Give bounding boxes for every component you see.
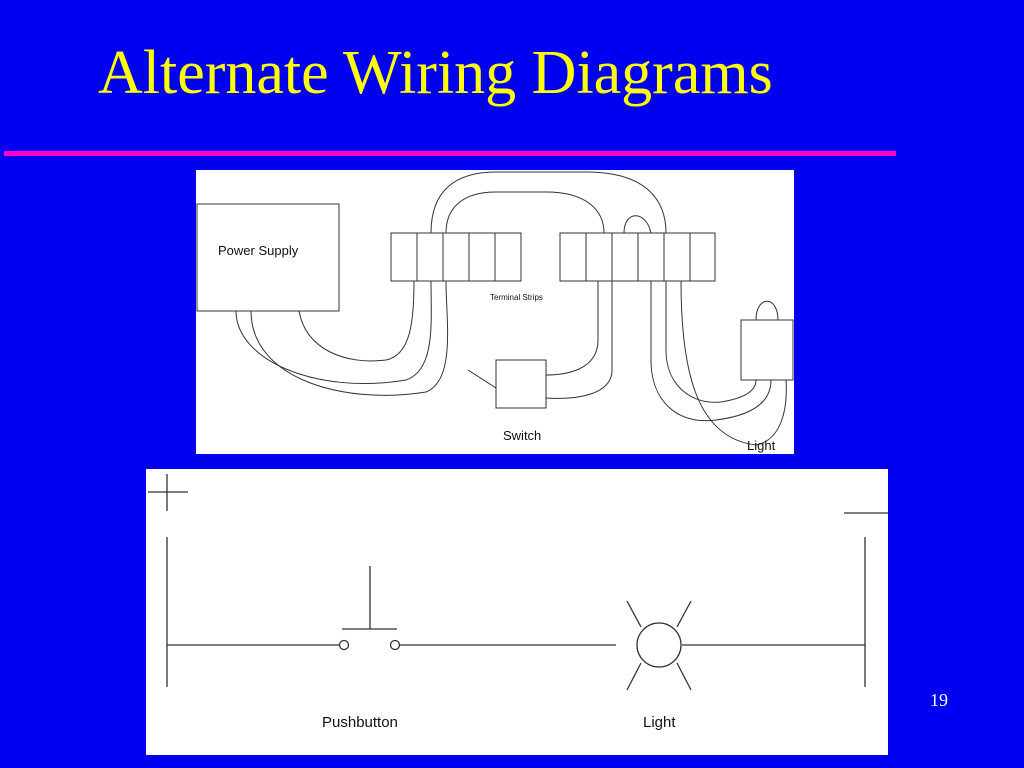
terminal-strip-left <box>390 232 522 282</box>
terminal-strip-right <box>559 232 716 282</box>
switch-box <box>495 359 547 409</box>
light-label: Light <box>747 438 776 453</box>
pushbutton-label: Pushbutton <box>322 714 398 731</box>
light-housing <box>740 319 794 381</box>
power-supply-label: Power Supply <box>218 243 299 258</box>
terminal-strips-label: Terminal Strips <box>490 293 543 302</box>
switch-label: Switch <box>503 428 541 443</box>
title-divider <box>4 151 896 156</box>
pictorial-wiring-diagram: Power Supply Terminal Strips Switch Ligh… <box>196 170 794 454</box>
light-label-ladder: Light <box>643 714 676 731</box>
power-supply-box <box>196 203 340 312</box>
light-symbol <box>626 600 692 691</box>
pushbutton-symbol <box>338 566 401 651</box>
switch-lever <box>467 369 497 389</box>
ladder-wiring-diagram: Pushbutton Light <box>146 469 888 755</box>
slide-title: Alternate Wiring Diagrams <box>98 39 773 107</box>
page-number: 19 <box>930 690 948 710</box>
